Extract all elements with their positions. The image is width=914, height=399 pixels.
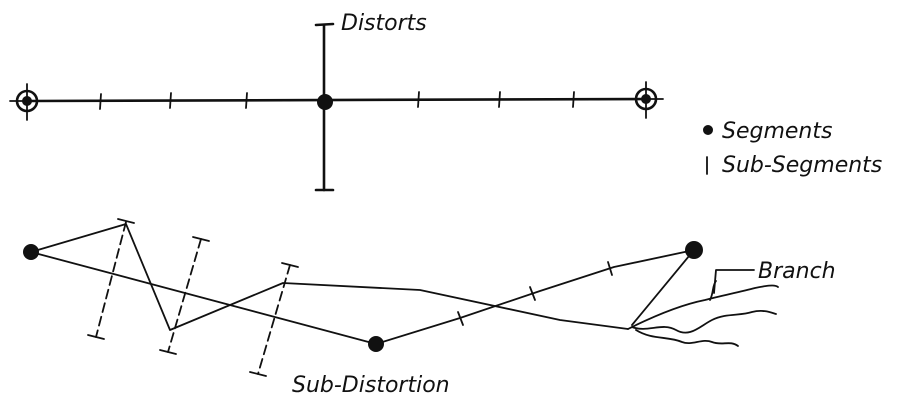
distortion-axis-top-cap (316, 24, 333, 25)
top-main-line (28, 99, 646, 101)
branch-label: Branch (758, 259, 836, 284)
distorts-label: Distorts (341, 11, 427, 36)
top-tick (573, 92, 574, 107)
top-center-segment-dot (317, 94, 333, 110)
sub-distortion-label: Sub-Distortion (292, 373, 450, 398)
sub-distortion-axis (160, 237, 209, 354)
bottom-diagram: Branch Sub-Distortion (23, 219, 836, 398)
top-tick (100, 94, 101, 109)
branch-squiggle (628, 285, 778, 329)
legend-sub-segments-label: Sub-Segments (722, 153, 882, 178)
top-tick (499, 92, 500, 107)
bottom-left-segment-dot (23, 244, 39, 260)
branch-squiggle (632, 311, 776, 333)
legend-segment-dot-icon (703, 125, 713, 135)
sub-distortion-axis (88, 219, 134, 339)
bottom-middle-segment-dot (368, 336, 384, 352)
top-tick (170, 93, 171, 108)
legend-segments-label: Segments (722, 119, 832, 144)
top-diagram: Distorts (10, 11, 663, 190)
legend: Segments Sub-Segments (703, 119, 882, 178)
top-tick (246, 93, 247, 108)
top-tick (418, 92, 419, 107)
bottom-baseline (31, 250, 694, 344)
sub-distortion-axis (250, 263, 298, 376)
bottom-right-segment-dot (685, 241, 703, 259)
